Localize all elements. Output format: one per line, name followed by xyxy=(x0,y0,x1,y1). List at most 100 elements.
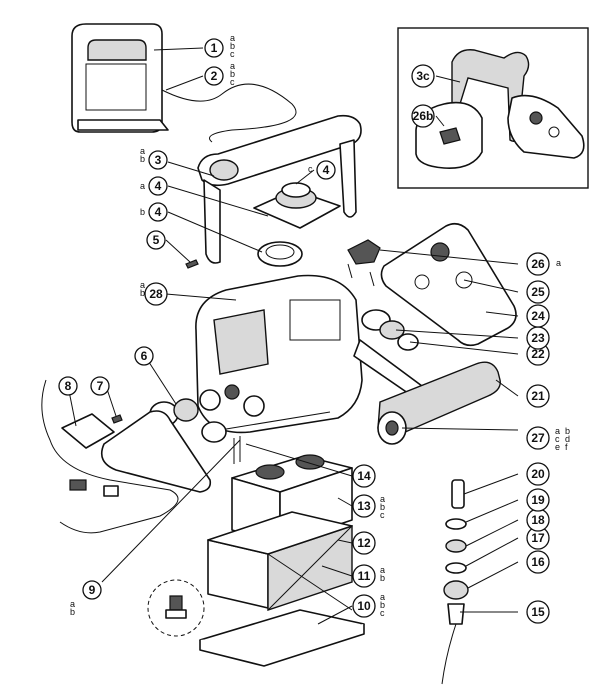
callout-variant-c10-a: a xyxy=(380,592,385,602)
springs xyxy=(347,263,375,287)
callout-bubble-c10 xyxy=(352,594,376,618)
callout-variant-c28-b: b xyxy=(140,288,145,298)
motor-housing xyxy=(195,274,363,434)
callout-bubble-c6 xyxy=(134,346,154,366)
callout-variant-c2-b: b xyxy=(230,69,235,79)
callout-bubble-c13 xyxy=(352,494,376,518)
callout-variant-c13-a: a xyxy=(380,494,385,504)
power-cord xyxy=(161,83,297,143)
drive-gears xyxy=(361,309,419,351)
callout-variant-c1-a: a xyxy=(230,33,235,43)
callout-number-c16: 16 xyxy=(531,555,545,569)
callout-number-c4a: 4 xyxy=(155,179,162,193)
callout-variant-c27-e: e xyxy=(555,442,560,452)
callout-number-c13: 13 xyxy=(357,499,371,513)
bracket xyxy=(347,239,381,265)
callout-number-c24: 24 xyxy=(531,309,545,323)
side-plate-right xyxy=(380,222,517,347)
callout-variant-c27-c: c xyxy=(555,434,560,444)
callout-bubble-c2 xyxy=(204,66,224,86)
callout-number-c10: 10 xyxy=(357,599,371,613)
callout-number-c3c: 3c xyxy=(416,69,430,83)
swivel-parts xyxy=(441,479,469,685)
callout-number-c6: 6 xyxy=(141,349,148,363)
callout-number-c23: 23 xyxy=(531,331,545,345)
callout-bubble-c12 xyxy=(352,531,376,555)
bottom-plate xyxy=(199,609,365,667)
callout-number-c8: 8 xyxy=(65,379,72,393)
callout-number-c9: 9 xyxy=(89,583,96,597)
callout-bubble-c11 xyxy=(352,564,376,588)
callout-number-c2: 2 xyxy=(211,69,218,83)
callout-bubble-c5 xyxy=(146,230,166,250)
callout-number-c25: 25 xyxy=(531,285,545,299)
track-left xyxy=(100,410,212,493)
valve-detail xyxy=(147,579,205,637)
callout-bubble-c15 xyxy=(526,600,550,624)
callout-number-c4c: 4 xyxy=(323,163,330,177)
callout-number-c1: 1 xyxy=(211,41,218,55)
callout-variant-c27-b: b xyxy=(565,426,570,436)
callout-bubble-c26 xyxy=(526,252,550,276)
callout-bubble-c21 xyxy=(526,384,550,408)
callout-variant-c11-b: b xyxy=(380,573,385,583)
callout-bubble-c4a xyxy=(148,176,168,196)
callout-bubble-c7 xyxy=(90,376,110,396)
callout-variant-c4a-a: a xyxy=(140,181,145,191)
callout-number-c26b: 26b xyxy=(413,109,434,123)
callout-variant-c27-d: d xyxy=(565,434,570,444)
callout-variant-c26-a: a xyxy=(556,258,561,268)
callout-bubble-c8 xyxy=(58,376,78,396)
callout-bubble-c25 xyxy=(526,280,550,304)
callout-bubble-c3c xyxy=(411,64,435,88)
callout-variant-c10-b: b xyxy=(380,600,385,610)
callout-number-c20: 20 xyxy=(531,467,545,481)
callout-bubble-c24 xyxy=(526,304,550,328)
callout-bubble-c27 xyxy=(526,426,550,450)
callout-number-c26: 26 xyxy=(531,257,545,271)
callout-variant-c1-c: c xyxy=(230,49,235,59)
callout-variant-c1-b: b xyxy=(230,41,235,51)
callout-number-c28: 28 xyxy=(149,287,163,301)
filter-bag xyxy=(207,511,353,611)
inset-panel xyxy=(397,27,589,189)
filter-pin xyxy=(233,436,241,464)
callout-number-c3: 3 xyxy=(155,153,162,167)
callout-number-c5: 5 xyxy=(153,233,160,247)
callout-bubble-c19 xyxy=(526,488,550,512)
callout-variant-c13-c: c xyxy=(380,510,385,520)
callout-number-c21: 21 xyxy=(531,389,545,403)
callout-bubble-c16 xyxy=(526,550,550,574)
callout-variant-c9-a: a xyxy=(70,599,75,609)
screw xyxy=(185,259,199,269)
leader-lines xyxy=(67,47,519,625)
callout-variant-c4c-c: c xyxy=(308,164,313,174)
callout-variant-c3-b: b xyxy=(140,154,145,164)
callout-variant-c2-a: a xyxy=(230,61,235,71)
callout-number-c15: 15 xyxy=(531,605,545,619)
callout-bubble-c4c xyxy=(316,160,336,180)
callout-number-c22: 22 xyxy=(531,347,545,361)
callout-number-c27: 27 xyxy=(531,431,545,445)
bumper-ring xyxy=(257,241,303,267)
callout-bubble-c3 xyxy=(148,150,168,170)
callout-variant-c3-a: a xyxy=(140,146,145,156)
callout-bubble-c4b xyxy=(148,202,168,222)
power-supply xyxy=(71,23,169,133)
callout-bubble-c9 xyxy=(82,580,102,600)
callout-number-c4b: 4 xyxy=(155,205,162,219)
handle-assembly xyxy=(197,114,362,264)
callout-variant-c11-a: a xyxy=(380,565,385,575)
callout-variant-c13-b: b xyxy=(380,502,385,512)
callout-number-c18: 18 xyxy=(531,513,545,527)
callout-number-c11: 11 xyxy=(358,569,371,583)
callout-bubble-c1 xyxy=(204,38,224,58)
callout-number-c19: 19 xyxy=(531,493,545,507)
callout-bubble-c26b xyxy=(411,104,435,128)
small-screw xyxy=(111,414,123,424)
callout-number-c7: 7 xyxy=(97,379,104,393)
callout-variant-c9-b: b xyxy=(70,607,75,617)
callout-number-c12: 12 xyxy=(357,536,371,550)
